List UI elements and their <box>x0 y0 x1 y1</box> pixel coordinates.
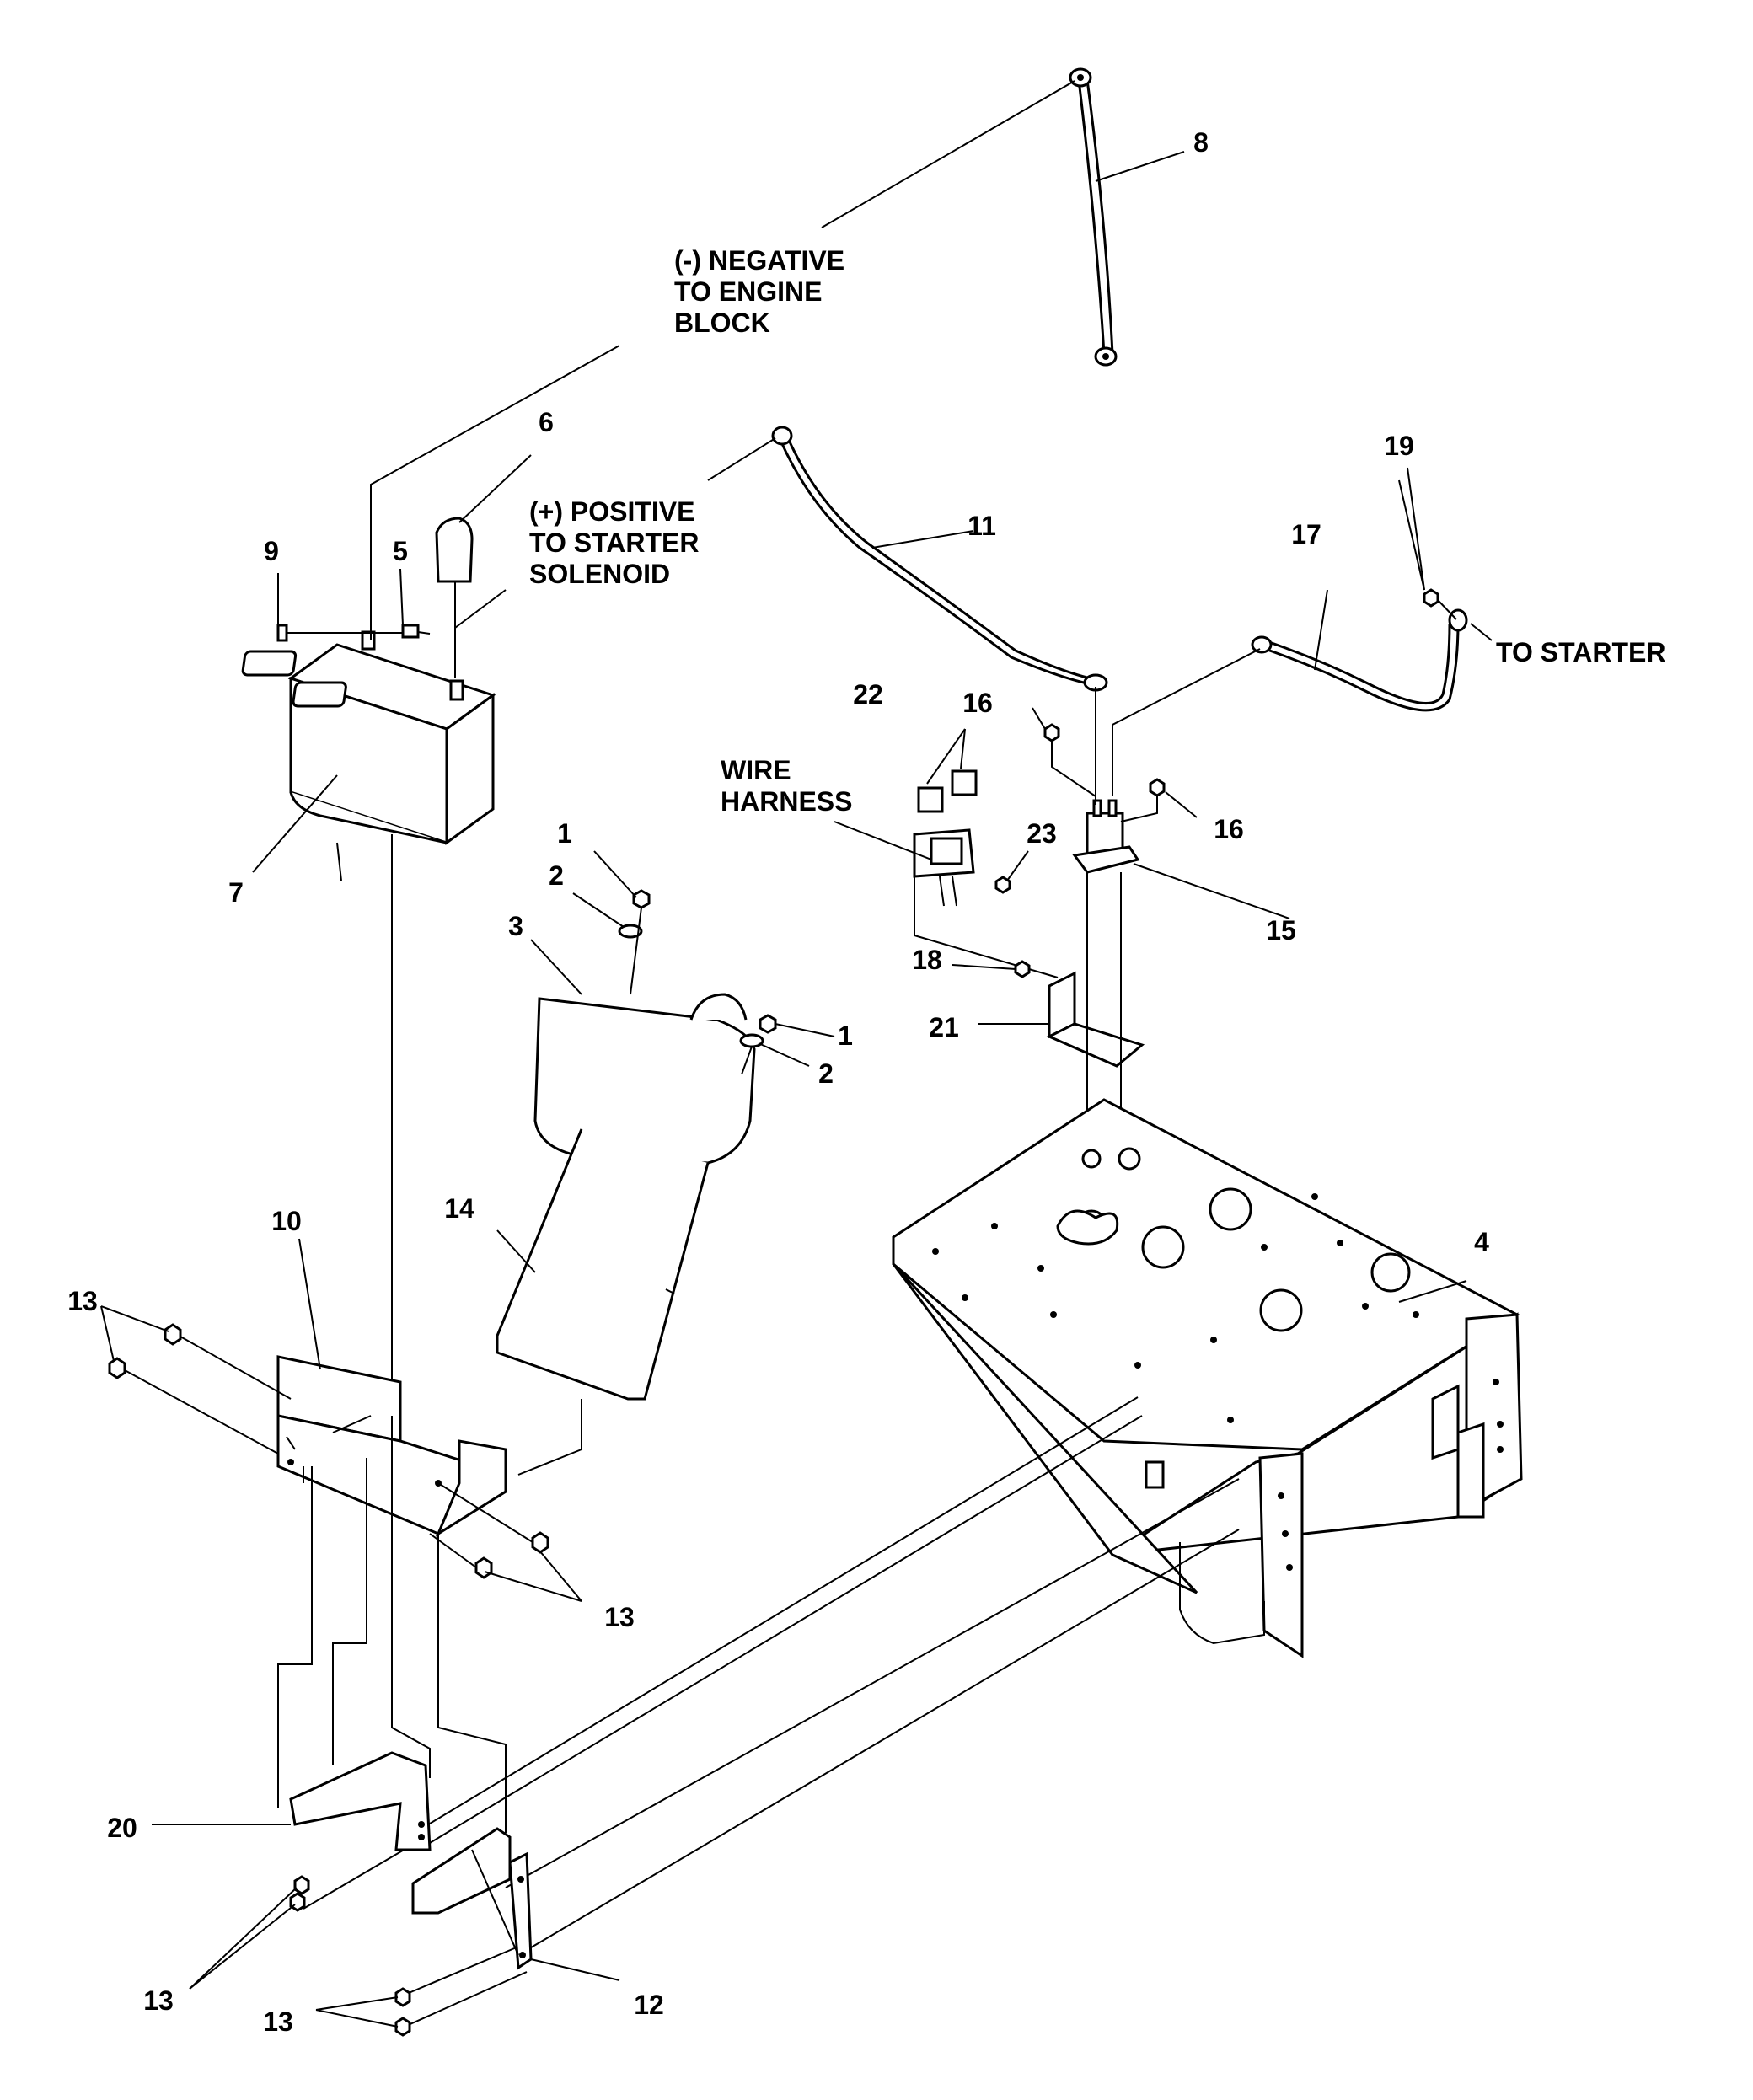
callout-3: 3 <box>508 911 523 941</box>
callout-1-lower: 1 <box>838 1021 853 1051</box>
callout-9: 9 <box>264 536 279 566</box>
washer-part-2-right <box>739 1033 764 1048</box>
note-positive-line-2: TO STARTER <box>529 528 699 558</box>
callout-11: 11 <box>968 511 996 541</box>
callout-5: 5 <box>393 536 408 566</box>
leader-negative <box>821 80 1075 228</box>
leader-negative-terminal <box>370 345 620 640</box>
callout-13-bottom-left: 13 <box>143 1985 174 2016</box>
callout-13-top-left: 13 <box>67 1286 98 1316</box>
callout-13-right: 13 <box>604 1602 635 1632</box>
callout-10: 10 <box>271 1206 302 1236</box>
callout-17: 17 <box>1291 519 1321 549</box>
starter-cable-part-17 <box>1251 608 1468 712</box>
terminal-cover-part-6 <box>435 517 474 678</box>
note-to-starter: TO STARTER <box>1496 637 1665 667</box>
tray-drop-line-b <box>332 1458 367 1765</box>
leader-starter-cable <box>1112 648 1261 796</box>
wire-harness-connector <box>913 828 1059 978</box>
callout-8: 8 <box>1193 127 1209 158</box>
washer-part-2-left <box>618 924 643 939</box>
frame-part-4 <box>892 1098 1523 1658</box>
note-wire-harness-line-2: HARNESS <box>721 786 852 817</box>
note-positive-line-1: (+) POSITIVE <box>529 496 694 527</box>
bolt-part-5 <box>401 624 431 639</box>
nut-part-1-left <box>632 889 651 909</box>
note-positive-line-3: SOLENOID <box>529 559 670 589</box>
screw-part-18 <box>1014 960 1031 978</box>
note-negative-line-3: BLOCK <box>674 308 770 338</box>
screw-part-23 <box>994 876 1011 894</box>
callout-16-right: 16 <box>1214 814 1244 844</box>
nut-part-1-right <box>759 1014 777 1034</box>
annotation-notes: (-) NEGATIVE TO ENGINE BLOCK (+) POSITIV… <box>529 245 1665 817</box>
negative-cable-part-8 <box>1069 67 1118 367</box>
note-wire-harness-line-1: WIRE <box>721 755 791 785</box>
bracket-part-20 <box>289 1751 432 1851</box>
leader-positive-cable <box>707 437 776 481</box>
callout-12: 12 <box>634 1990 664 2020</box>
leader-to-starter <box>1470 623 1493 641</box>
callout-leaders <box>100 151 1467 2028</box>
callout-1-upper: 1 <box>557 818 572 849</box>
tray-drop-line-c <box>391 1416 431 1778</box>
nut-part-16-right <box>1120 778 1166 822</box>
tray-drop-line-a <box>277 1466 313 1808</box>
battery-cover-part-3 <box>533 993 756 1165</box>
bolt-part-9 <box>276 624 405 642</box>
callout-7: 7 <box>228 877 244 908</box>
callout-21: 21 <box>929 1012 959 1042</box>
rail-line-2 <box>425 1415 1143 1846</box>
callout-2-upper: 2 <box>549 860 564 891</box>
part-number-labels: 1 2 3 1 2 4 5 6 7 8 9 10 11 12 13 13 13 … <box>67 127 1489 2037</box>
positive-cable-part-11 <box>771 426 1108 692</box>
rail-line-7 <box>404 1971 528 2028</box>
callout-19: 19 <box>1384 431 1414 461</box>
callout-15: 15 <box>1266 915 1296 946</box>
callout-2-lower: 2 <box>818 1058 834 1089</box>
callout-13-bottom: 13 <box>263 2006 293 2037</box>
relay-part-22 <box>917 769 978 813</box>
callout-6: 6 <box>539 407 554 437</box>
note-negative-line-2: TO ENGINE <box>674 276 822 307</box>
callout-14: 14 <box>444 1193 474 1224</box>
hold-down-bracket-part-14 <box>496 1128 710 1476</box>
note-negative-line-1: (-) NEGATIVE <box>674 245 844 276</box>
bracket-part-12 <box>411 1827 533 1970</box>
leader-positive-terminal <box>454 589 507 629</box>
rail-line-3 <box>505 1478 1240 1888</box>
rail-line-1 <box>421 1396 1139 1829</box>
callout-22: 22 <box>853 679 883 710</box>
solenoid-bracket-part-21 <box>1046 971 1145 1068</box>
callout-20: 20 <box>107 1813 137 1843</box>
callout-18: 18 <box>912 945 942 975</box>
tray-drop-line-d <box>437 1534 507 1833</box>
callout-4: 4 <box>1474 1227 1489 1257</box>
nut-part-19 <box>1423 588 1457 620</box>
rail-line-6 <box>408 1946 519 1994</box>
nut-part-16-left <box>1043 723 1096 797</box>
callout-23: 23 <box>1027 818 1057 849</box>
rail-line-4 <box>517 1529 1240 1956</box>
battery-part-7 <box>241 630 496 845</box>
starter-solenoid-part-15 <box>1072 799 1140 874</box>
callout-16-left: 16 <box>962 688 993 718</box>
